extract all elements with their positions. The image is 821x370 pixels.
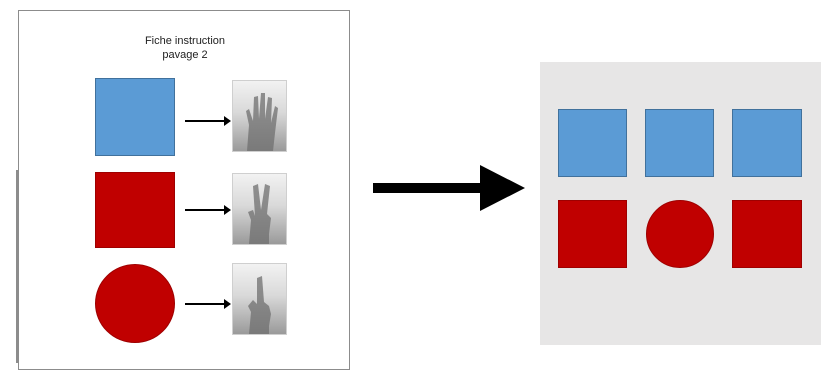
big-arrow-head	[480, 165, 525, 211]
one-finger-hand-photo	[232, 263, 287, 335]
big-arrow-shaft	[373, 183, 483, 193]
result-panel	[540, 62, 821, 345]
sheet-title: Fiche instruction pavage 2	[19, 34, 351, 62]
legend-arrow-3	[185, 299, 231, 309]
two-fingers-hand-photo	[232, 173, 287, 245]
result-red-circle	[646, 200, 714, 268]
sheet-edge-shadow	[16, 170, 18, 363]
result-red-square-2	[732, 200, 802, 268]
instruction-sheet: Fiche instruction pavage 2	[18, 10, 350, 370]
four-fingers-hand-photo	[232, 80, 287, 152]
result-blue-square-1	[558, 109, 627, 177]
legend-red-circle	[95, 264, 175, 343]
result-blue-square-2	[645, 109, 714, 177]
legend-blue-square	[95, 78, 175, 156]
legend-arrow-2	[185, 205, 231, 215]
sheet-title-line1: Fiche instruction	[144, 35, 226, 47]
legend-arrow-1	[185, 116, 231, 126]
sheet-title-line2: pavage 2	[162, 49, 208, 61]
legend-red-square	[95, 172, 175, 248]
result-red-square-1	[558, 200, 627, 268]
result-blue-square-3	[732, 109, 802, 177]
